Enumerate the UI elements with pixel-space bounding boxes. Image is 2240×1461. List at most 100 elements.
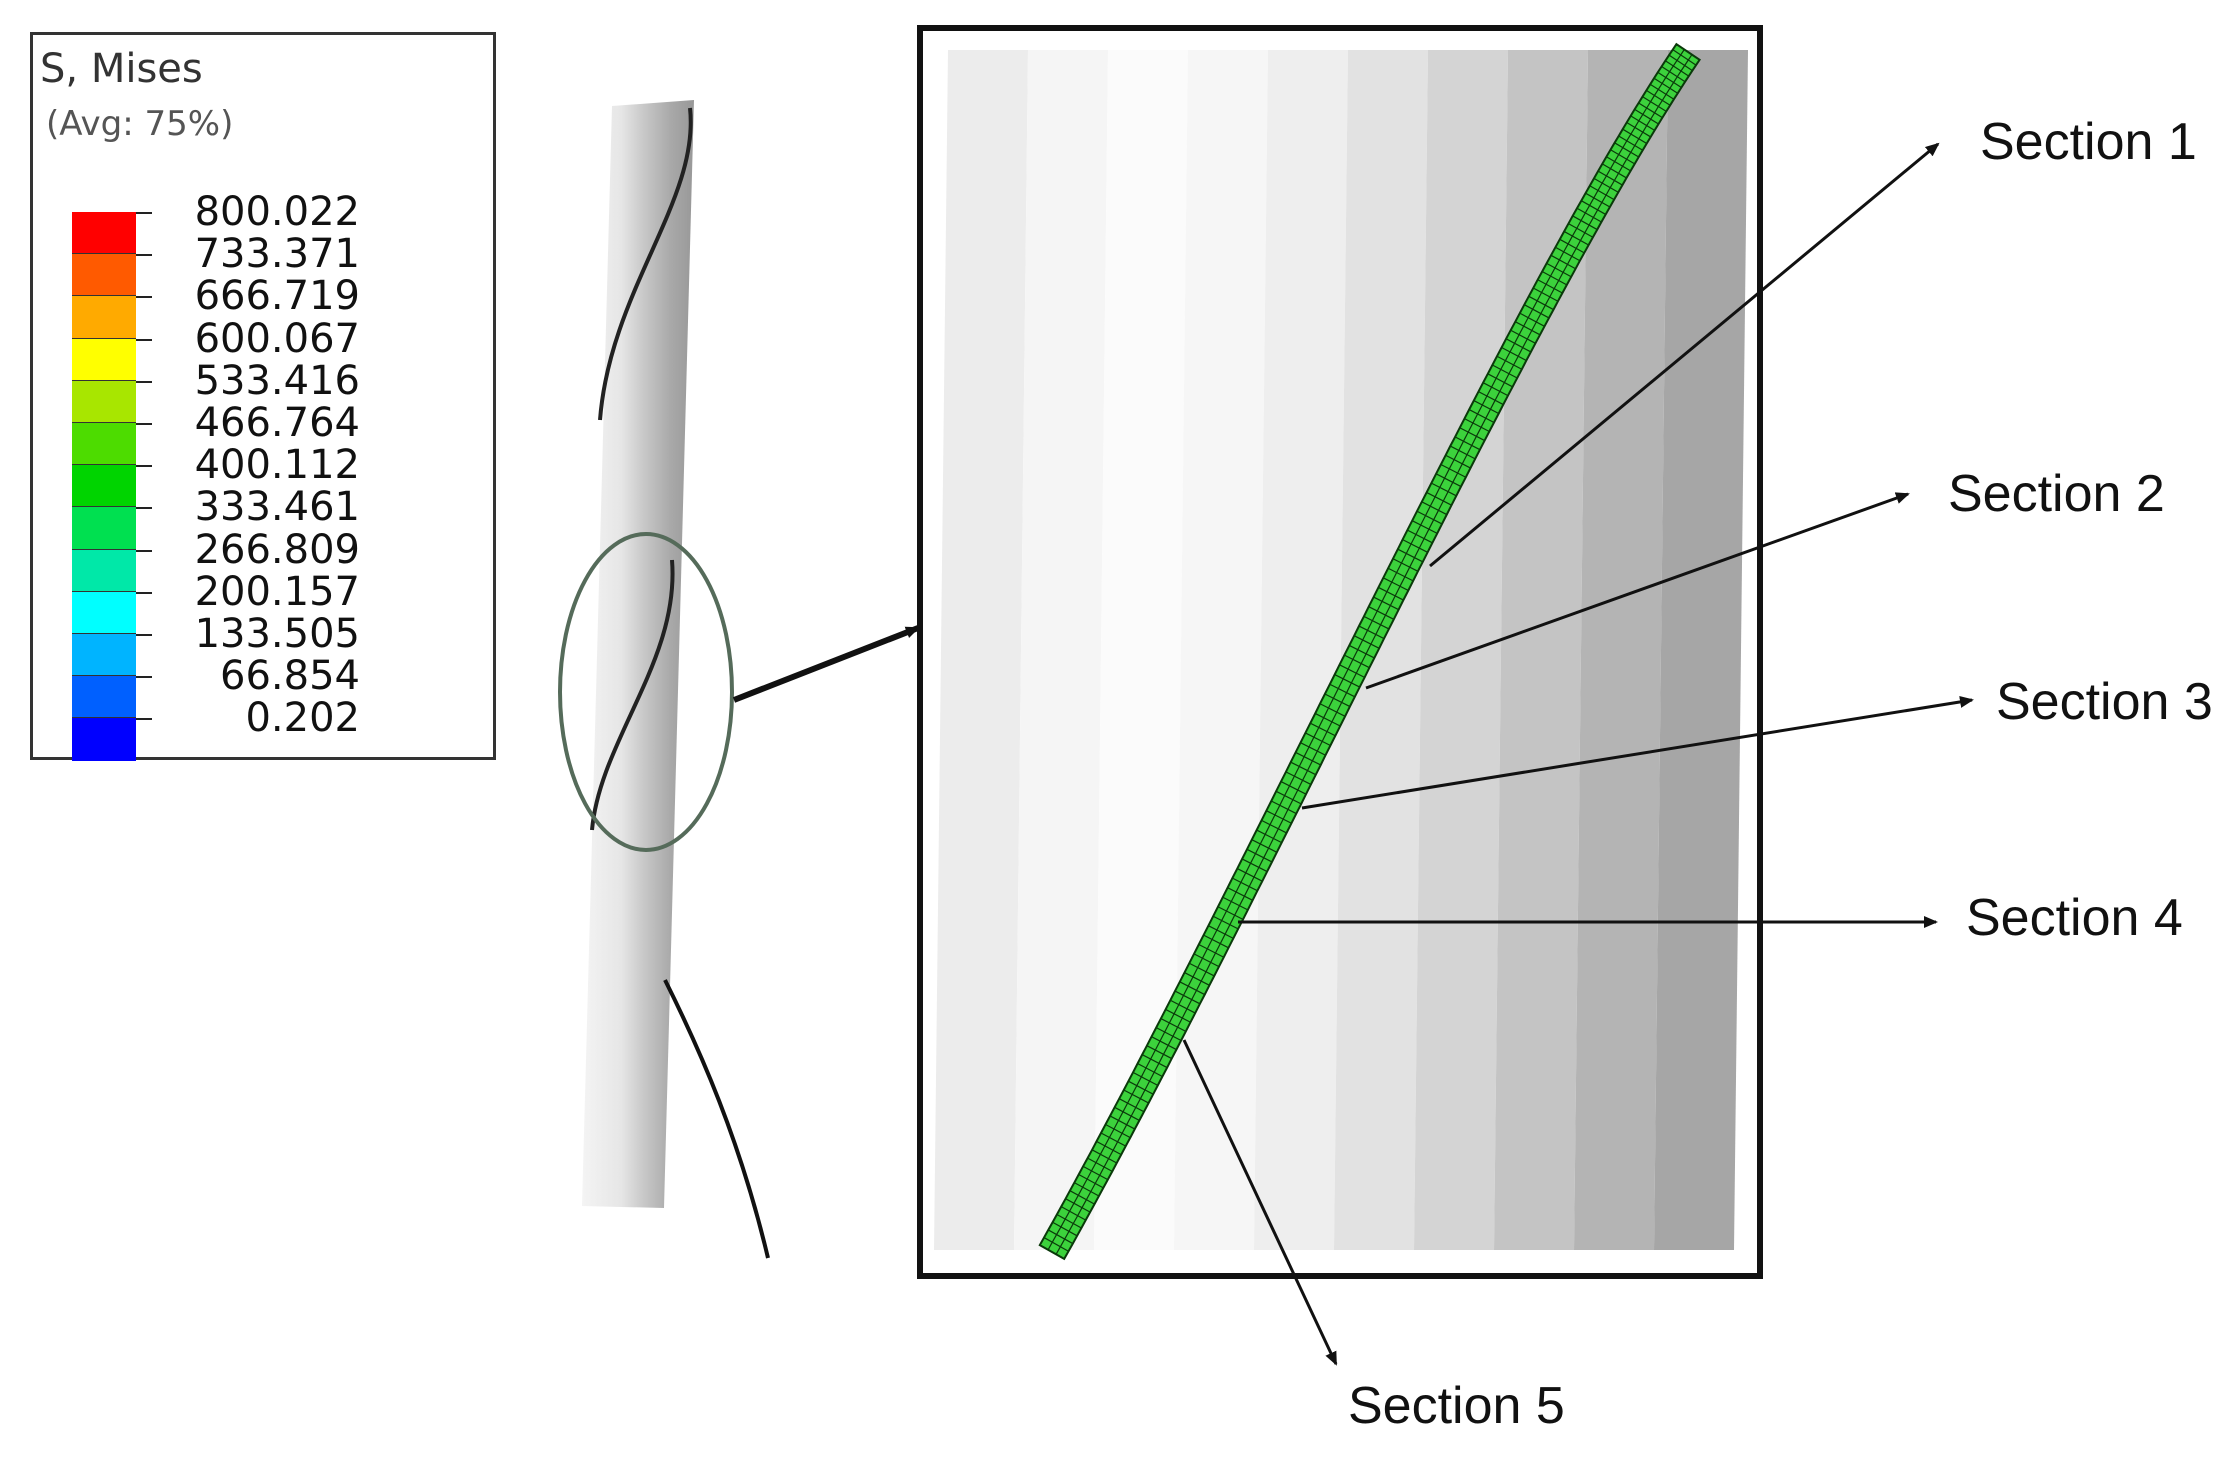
mesh-line: [1047, 49, 1685, 1251]
mesh-line: [1082, 1165, 1109, 1181]
shading-band: [1254, 50, 1348, 1250]
mesh-line: [1237, 868, 1263, 882]
mesh-line: [1270, 800, 1297, 815]
mesh-line: [1468, 409, 1495, 424]
mesh-line: [1290, 761, 1317, 776]
mesh-line: [1266, 810, 1292, 824]
mesh-line: [1459, 427, 1485, 442]
legend-swatch: [72, 507, 136, 550]
legend-tick: [136, 634, 152, 636]
mesh-line: [1473, 400, 1499, 415]
section-3-leader: [1301, 695, 1974, 810]
mesh-line: [1212, 915, 1239, 930]
mesh-line: [1638, 102, 1663, 119]
mesh-line: [1661, 65, 1686, 83]
mesh-line: [1606, 156, 1631, 172]
shading-band: [1174, 50, 1268, 1250]
mesh-line: [1541, 270, 1568, 286]
mesh-line: [1241, 858, 1268, 873]
mesh-line: [1649, 83, 1675, 100]
legend-tick: [136, 212, 152, 214]
mesh-line: [1285, 771, 1312, 785]
mesh-line: [1118, 1098, 1145, 1113]
mesh-line: [1528, 295, 1554, 311]
mesh-line: [1478, 391, 1504, 406]
mesh-line: [1445, 454, 1471, 469]
section-leaders: [1182, 142, 1974, 1366]
mesh-line: [1402, 539, 1428, 553]
legend-swatch: [72, 718, 136, 761]
mesh-line: [1435, 473, 1462, 488]
legend-subtitle: (Avg: 75%): [46, 104, 234, 144]
mesh-line: [1501, 346, 1527, 362]
mesh-line: [1426, 491, 1452, 506]
mesh-line: [1492, 364, 1518, 379]
mesh-line: [1329, 683, 1356, 698]
mesh-line: [1580, 200, 1606, 215]
legend-title: S, Mises: [40, 46, 203, 92]
mesh-line: [1572, 215, 1598, 231]
mesh-line: [1305, 732, 1331, 747]
legend-value: 533.416: [194, 357, 360, 404]
legend-tick: [136, 380, 152, 383]
mesh-line: [1275, 790, 1302, 805]
legend-value: 0.202: [245, 695, 360, 742]
mesh-line: [1407, 529, 1433, 544]
mesh-line: [1339, 664, 1365, 678]
shading-band: [1014, 50, 1108, 1250]
mesh-line: [1324, 693, 1351, 708]
mesh-line: [1256, 829, 1282, 844]
mesh-line: [1358, 625, 1385, 640]
mesh-line: [1555, 246, 1581, 262]
mesh-line: [1559, 238, 1585, 254]
mesh-line: [1387, 567, 1414, 582]
legend-swatch: [72, 634, 136, 677]
legend-value: 133.505: [194, 611, 360, 657]
mesh-line: [1280, 781, 1307, 795]
mesh-line: [1310, 722, 1336, 737]
legend-value: 666.719: [194, 273, 360, 320]
mesh-line: [1056, 1213, 1082, 1229]
legend-swatch: [72, 296, 136, 339]
mesh-line: [1232, 877, 1258, 892]
section-4-label: Section 4: [1966, 889, 2183, 947]
mesh-line: [1069, 1190, 1095, 1205]
mesh-line: [1676, 43, 1700, 61]
mesh-line: [1642, 96, 1667, 112]
rod-body: [582, 100, 694, 1208]
mesh-line: [1227, 887, 1253, 901]
mesh-line: [1198, 943, 1225, 958]
mesh-line: [1100, 1132, 1127, 1147]
section-2-label: Section 2: [1948, 465, 2165, 523]
legend-value: 466.764: [194, 400, 360, 446]
legend-value: 200.157: [194, 568, 360, 615]
legend-value: 400.112: [194, 442, 360, 489]
zoom-arrow: [732, 625, 920, 703]
mesh-line: [1568, 223, 1594, 238]
mesh-line: [1618, 135, 1644, 151]
mesh-line: [1464, 418, 1490, 433]
shading-band: [1094, 50, 1188, 1250]
mesh-line: [1589, 185, 1615, 201]
mesh-line: [1039, 1244, 1065, 1260]
mesh-line: [1096, 1140, 1122, 1156]
mesh-line: [1222, 896, 1249, 911]
mesh-line: [1128, 1080, 1154, 1095]
mesh-line: [1188, 962, 1215, 977]
mesh-line: [1576, 207, 1602, 223]
legend-tick: [136, 676, 152, 679]
mesh-line: [1087, 1157, 1113, 1172]
legend-swatch: [72, 591, 136, 634]
mesh-line: [1246, 848, 1273, 863]
mesh-line: [1155, 1027, 1182, 1042]
shading-band: [1654, 50, 1748, 1250]
mesh-line: [1622, 128, 1648, 145]
mesh-line: [1610, 149, 1635, 165]
wire-tail: [663, 979, 770, 1259]
mesh-line: [1193, 953, 1220, 968]
legend-swatch: [72, 380, 136, 423]
wire-mesh: [1038, 42, 1701, 1261]
legend-tick: [136, 507, 152, 510]
mesh-line: [1105, 1123, 1131, 1139]
